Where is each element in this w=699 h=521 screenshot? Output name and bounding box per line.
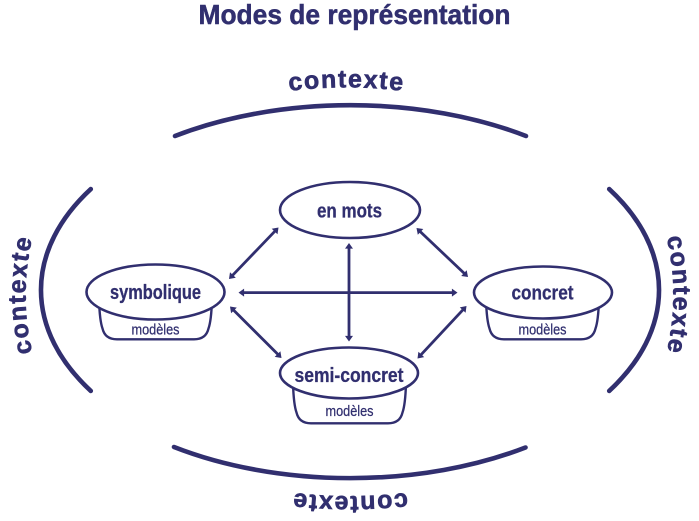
svg-text:contexte: contexte <box>661 233 696 357</box>
svg-text:en mots: en mots <box>317 201 382 223</box>
svg-text:contexte: contexte <box>291 487 410 518</box>
svg-text:symbolique: symbolique <box>110 282 201 304</box>
svg-text:modèles: modèles <box>519 322 567 339</box>
svg-text:contexte: contexte <box>287 65 406 97</box>
svg-text:contexte: contexte <box>4 233 39 357</box>
svg-text:semi-concret: semi-concret <box>295 365 404 387</box>
svg-text:Modes de représentation: Modes de représentation <box>199 0 511 30</box>
svg-text:modèles: modèles <box>326 403 374 420</box>
svg-text:concret: concret <box>512 283 574 305</box>
svg-text:modèles: modèles <box>132 322 180 339</box>
